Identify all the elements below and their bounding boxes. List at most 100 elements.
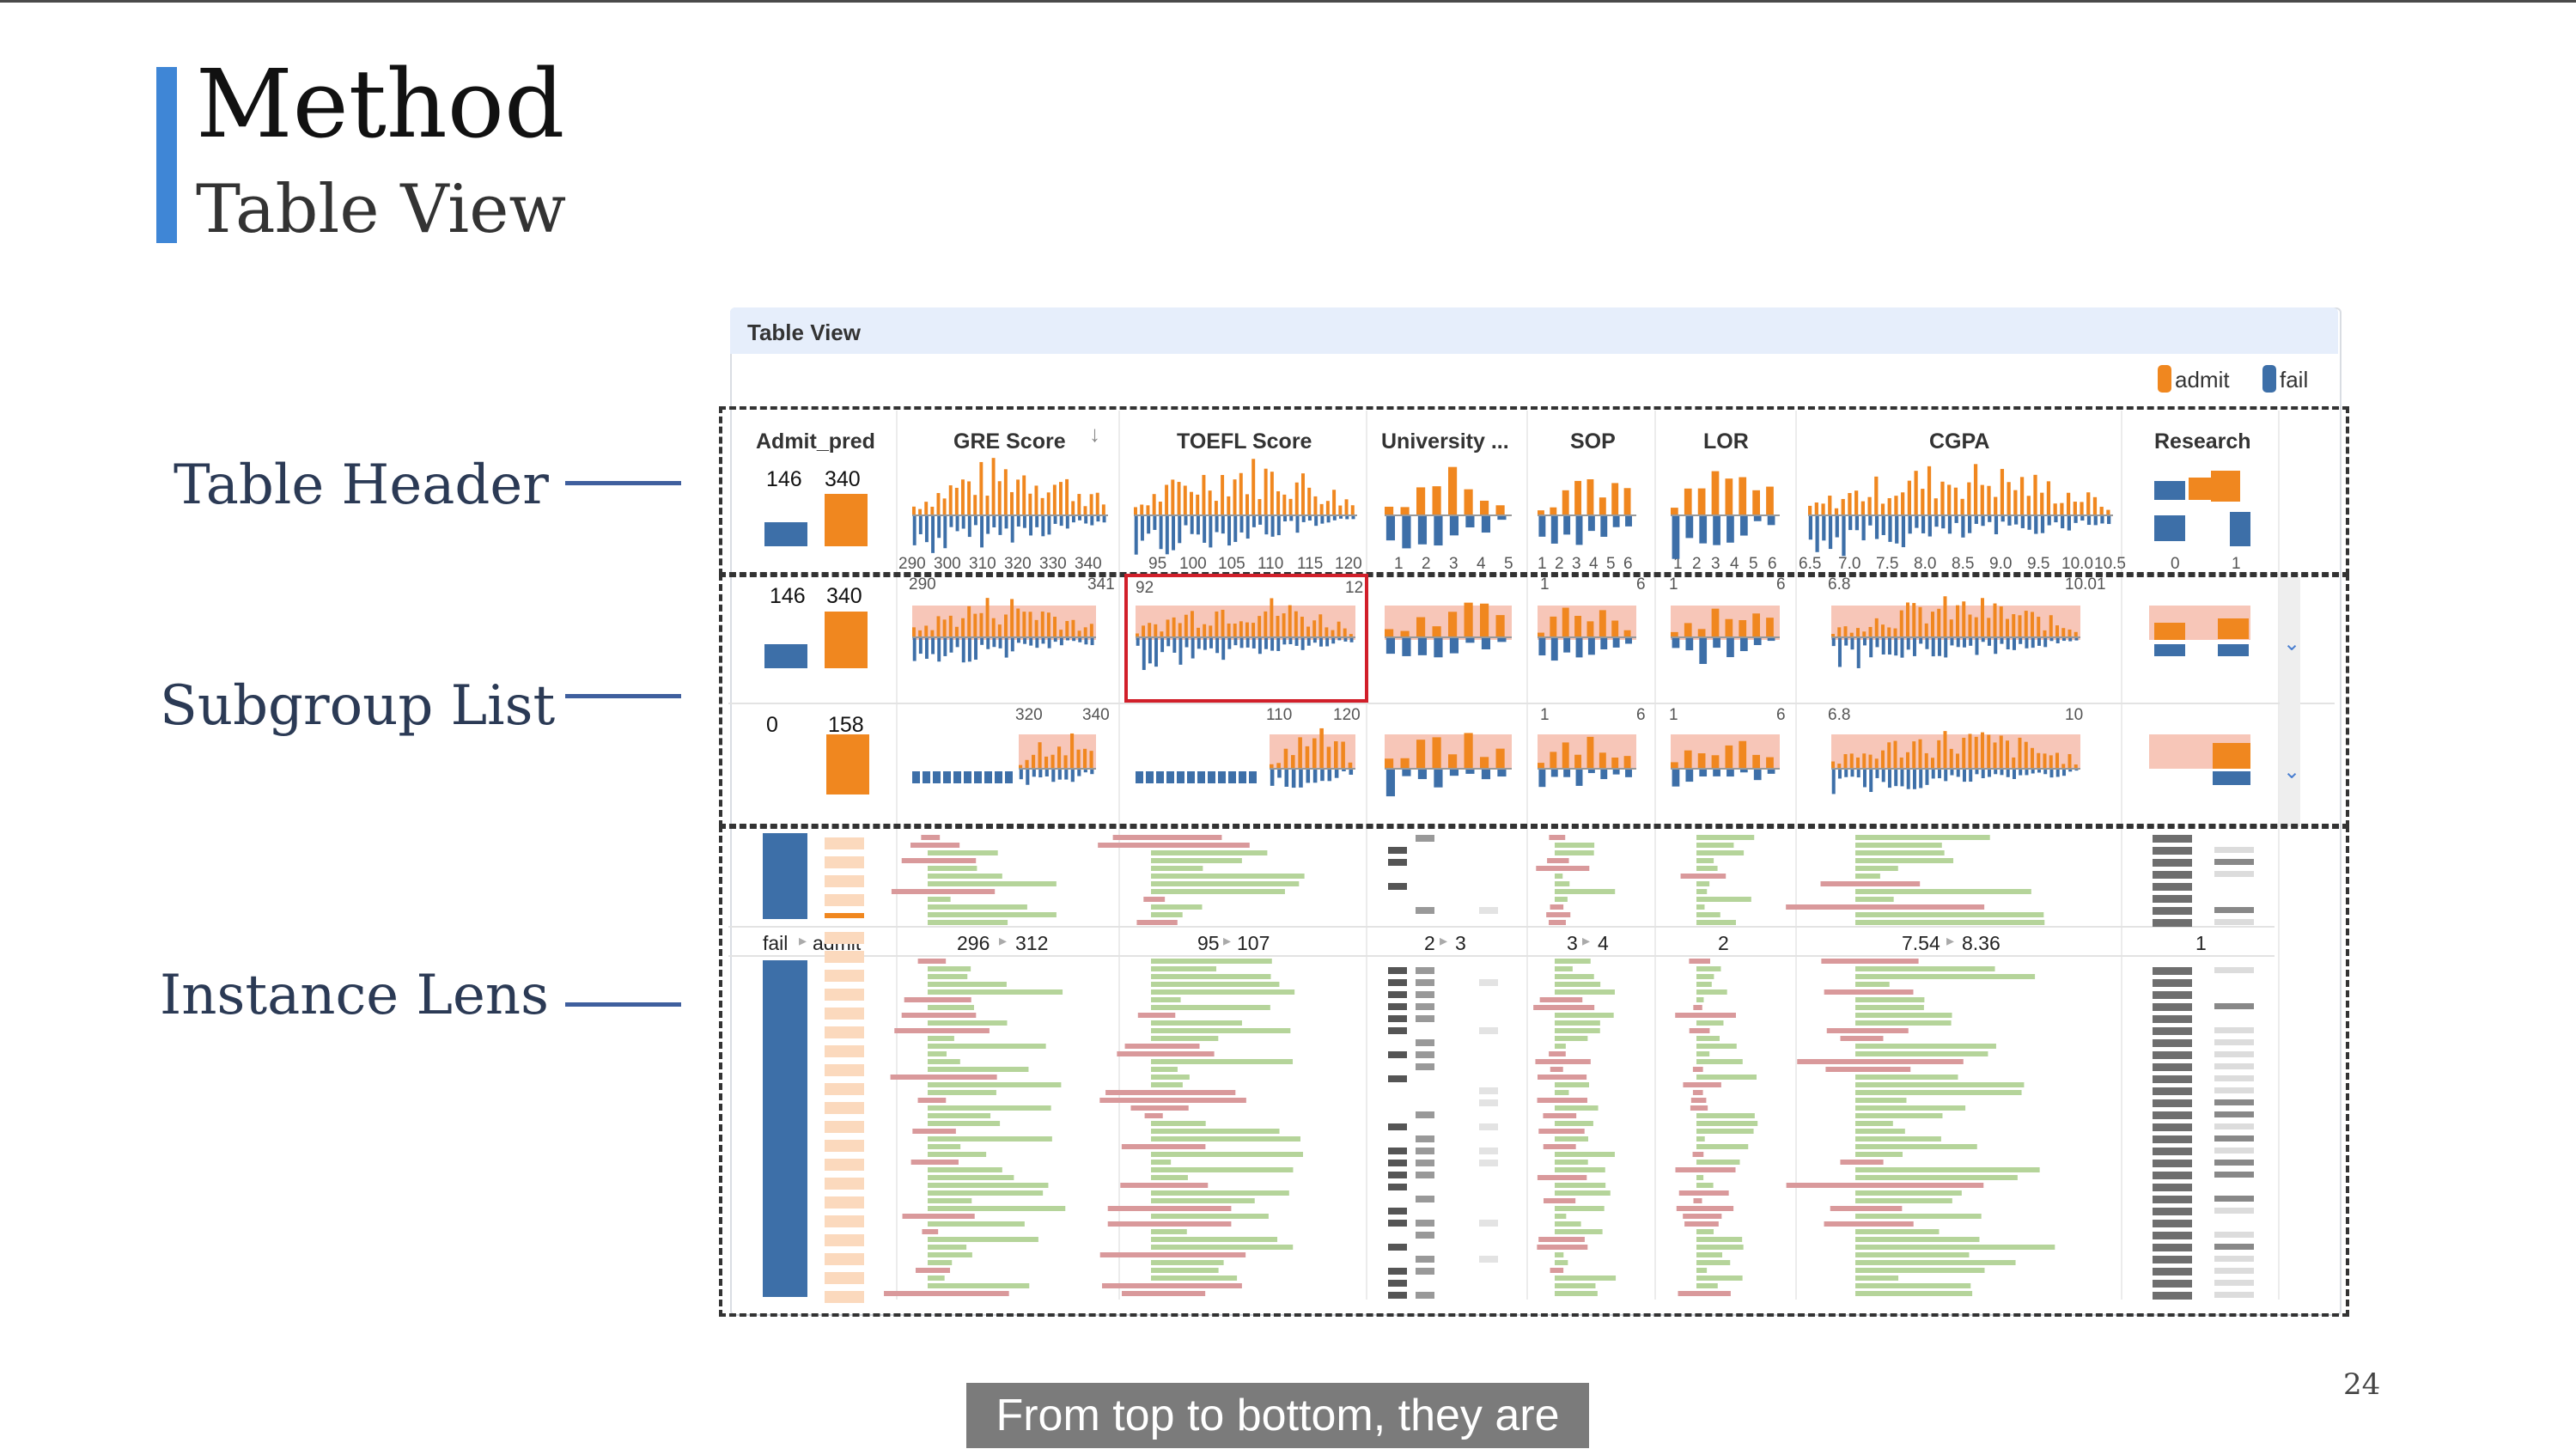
header-university-fail-bar xyxy=(1385,515,1396,541)
subgroup2-sop-min: 1 xyxy=(1540,706,1550,724)
subgroup2-cgpa-admit-bar xyxy=(2031,747,2034,769)
subgroup2-cgpa-fail-bar xyxy=(2037,769,2041,773)
subgroup1-cgpa-admit-bar xyxy=(2049,615,2053,637)
gre-instance-bar xyxy=(928,1113,991,1118)
subgroup2-lor-fail-bar xyxy=(1672,769,1680,787)
header-toefl-admit-bar xyxy=(1332,490,1337,515)
column-header-sop[interactable]: SOP xyxy=(1570,429,1616,454)
subgroup2-gre-admit-bar xyxy=(1044,756,1049,769)
toefl-instance-bar xyxy=(1151,866,1203,871)
divider-sop-to: 4 xyxy=(1598,932,1609,954)
subgroup1-toefl-admit-bar xyxy=(1172,617,1176,637)
subgroup2-toefl-admit-bar xyxy=(1312,738,1317,769)
subgroup2-cgpa-fail-bar xyxy=(1831,769,1836,795)
column-header-gre[interactable]: GRE Score xyxy=(953,429,1066,454)
toefl-instance-bar xyxy=(1121,1291,1206,1296)
header-gre-fail-bar xyxy=(924,515,929,543)
column-header-research[interactable]: Research xyxy=(2154,429,2251,454)
header-gre-fail-bar xyxy=(1096,515,1100,522)
column-header-toefl[interactable]: TOEFL Score xyxy=(1177,429,1312,454)
subgroup1-lor-fail-bar xyxy=(1672,637,1680,648)
expand-subgroup2-chevron-icon[interactable]: ⌄ xyxy=(2283,760,2301,783)
subgroup1-gre-fail-bar xyxy=(937,637,941,662)
lor-instance-bar xyxy=(1696,989,1727,995)
expand-subgroup1-chevron-icon[interactable]: ⌄ xyxy=(2283,632,2301,655)
subgroup1-toefl-fail-bar xyxy=(1294,637,1299,646)
header-research-bar xyxy=(2154,515,2185,541)
university-instance-block xyxy=(1479,907,1498,914)
column-header-university[interactable]: University ... xyxy=(1381,429,1509,454)
header-toefl-fail-bar xyxy=(1283,515,1288,522)
subgroup1-toefl-fail-bar xyxy=(1258,637,1262,654)
subgroup2-gre-fail-bar xyxy=(1019,769,1023,780)
cgpa-instance-bar xyxy=(1830,1206,1903,1211)
subgroup-row-separator xyxy=(728,703,2335,704)
header-gre-fail-bar xyxy=(918,515,923,534)
instance-pred-admit-stripe xyxy=(825,894,864,906)
cgpa-instance-bar xyxy=(1855,889,2031,894)
pointer-line-subgroups xyxy=(565,694,681,698)
subgroup1-toefl-admit-bar xyxy=(1337,621,1341,637)
header-gre-admit-bar xyxy=(942,498,947,515)
triangle-right-icon: ▸ xyxy=(1946,932,1955,949)
column-header-lor[interactable]: LOR xyxy=(1703,429,1749,454)
header-cgpa-admit-bar xyxy=(2040,492,2044,515)
header-gre-admit-bar xyxy=(924,502,929,515)
subgroup1-lor-admit-bar xyxy=(1684,623,1692,637)
subgroup1-gre-admit-bar xyxy=(948,615,953,637)
research-tick: 0 xyxy=(2171,555,2180,573)
header-toefl-fail-bar xyxy=(1147,515,1151,534)
sop-instance-bar xyxy=(1535,1059,1591,1064)
university-instance-block xyxy=(1388,967,1407,974)
toefl-tick: 95 xyxy=(1148,555,1167,573)
header-sop-fail-bar xyxy=(1625,515,1632,527)
header-gre-admit-bar xyxy=(997,481,1002,515)
toefl-instance-bar xyxy=(1143,897,1166,902)
research-instance-block xyxy=(2153,1280,2192,1288)
research-instance-block xyxy=(2153,871,2192,879)
subgroup2-gre-admit-bar xyxy=(1038,742,1042,769)
sop-instance-bar xyxy=(1550,904,1564,910)
subgroup2-cgpa-fail-bar xyxy=(1894,769,1898,787)
triangle-right-icon: ▸ xyxy=(1440,932,1448,949)
subgroup2-toefl-outside-bar xyxy=(1146,771,1154,783)
lor-instance-bar xyxy=(1696,1183,1714,1188)
header-cgpa-fail-bar xyxy=(2040,515,2045,533)
cgpa-tick: 8.5 xyxy=(1952,555,1975,573)
sort-down-icon[interactable]: ↓ xyxy=(1089,421,1100,447)
column-header-cgpa[interactable]: CGPA xyxy=(1929,429,1990,454)
subgroup1-toefl-fail-bar xyxy=(1312,637,1317,643)
sop-instance-bar xyxy=(1555,1105,1599,1111)
toefl-tick: 110 xyxy=(1258,555,1284,573)
research-instance-block xyxy=(2153,1015,2192,1023)
lor-instance-bar xyxy=(1696,1237,1743,1242)
gre-instance-bar xyxy=(921,835,941,840)
subgroup1-sop-admit-bar xyxy=(1550,616,1557,637)
subgroup1-admit-bar xyxy=(825,612,868,668)
subgroup1-lor-admit-bar xyxy=(1766,618,1774,637)
subgroup1-toefl-fail-bar xyxy=(1337,637,1342,641)
header-cgpa-admit-bar xyxy=(2106,509,2110,515)
header-cgpa-admit-bar xyxy=(1927,466,1932,515)
subgroup2-gre-outside-bar xyxy=(964,771,971,783)
university-instance-block xyxy=(1388,991,1407,998)
header-sop-admit-bar xyxy=(1550,507,1557,515)
header-toefl-admit-bar xyxy=(1190,491,1193,515)
header-gre-fail-bar xyxy=(1029,515,1033,536)
subgroup1-cgpa-admit-bar xyxy=(1874,618,1879,637)
subgroup1-sop-fail-bar xyxy=(1575,637,1583,658)
subgroup2-cgpa-fail-bar xyxy=(1981,769,1985,779)
header-cgpa-admit-bar xyxy=(2046,481,2051,515)
subgroup1-gre-fail-bar xyxy=(1053,637,1057,642)
divider-toefl-to: 107 xyxy=(1237,932,1270,954)
research-instance-block xyxy=(2214,907,2254,913)
subgroup2-cgpa-admit-bar xyxy=(2049,755,2053,769)
lor-instance-bar xyxy=(1696,912,1720,917)
subgroup-scrollbar[interactable] xyxy=(2280,577,2300,826)
university-instance-block xyxy=(1388,1208,1407,1215)
subgroup1-cgpa-fail-bar xyxy=(1869,637,1873,658)
column-header-admit-pred[interactable]: Admit_pred xyxy=(756,429,875,454)
header-cgpa-fail-bar xyxy=(1954,515,1958,523)
sop-instance-bar xyxy=(1555,959,1591,964)
header-toefl-fail-bar xyxy=(1178,515,1182,544)
